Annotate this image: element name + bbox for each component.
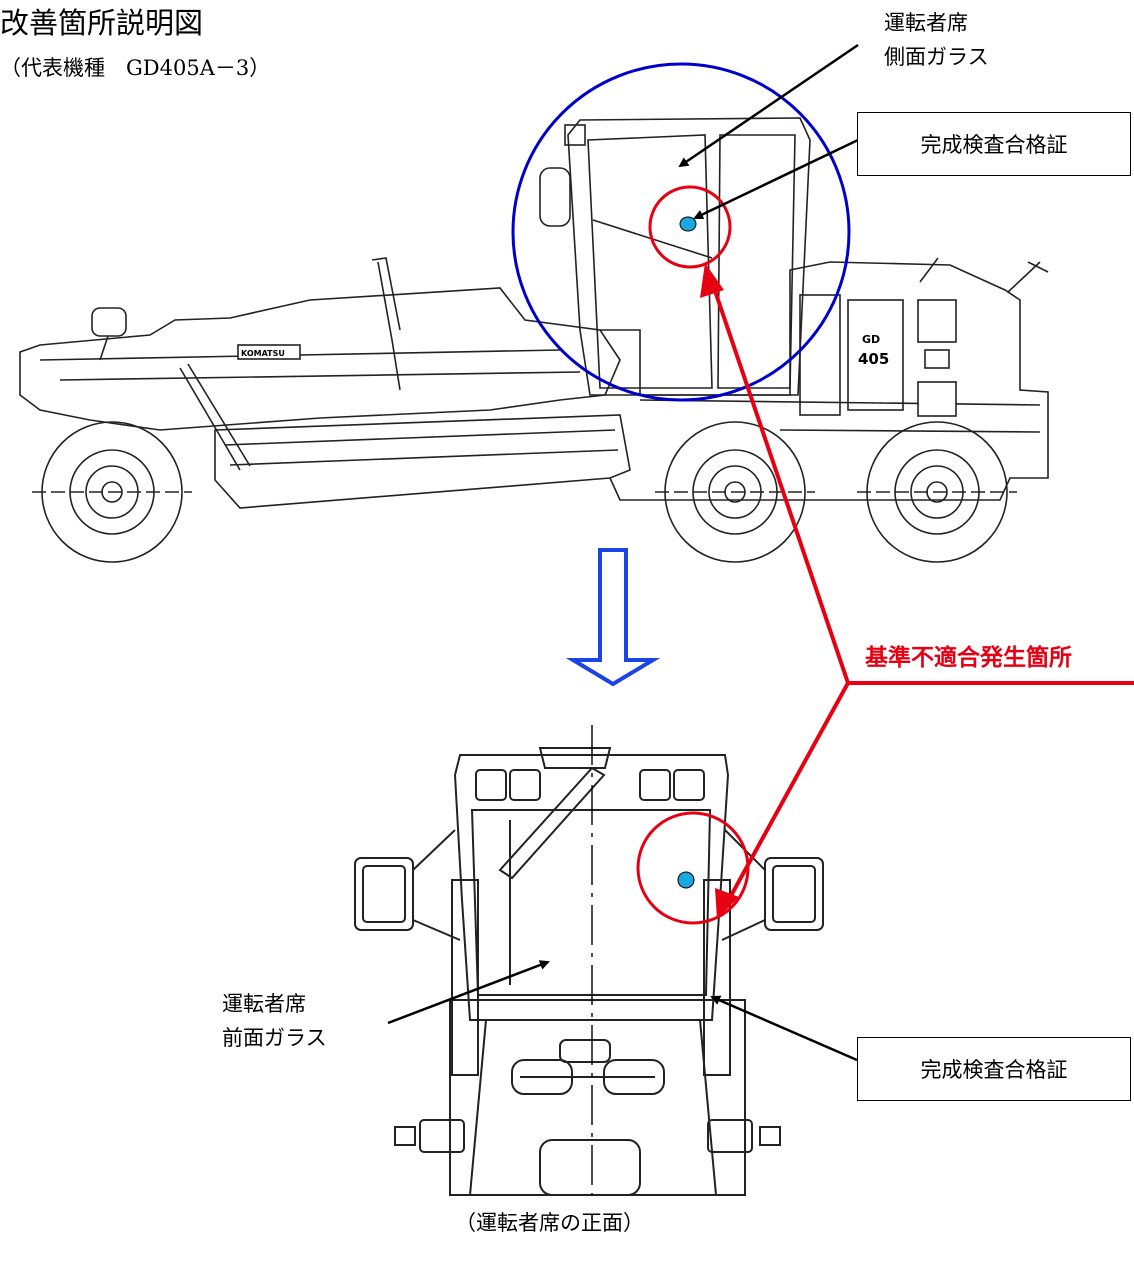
side-sticker <box>679 216 697 232</box>
side-glass-label: 運転者席 側面ガラス <box>884 6 989 74</box>
model-text-405: 405 <box>858 350 889 368</box>
front-glass-label-line2: 前面ガラス <box>222 1026 327 1050</box>
motor-grader-side-view <box>19 117 1049 563</box>
model-text-gd: GD <box>862 333 880 346</box>
side-cert-leader <box>693 138 859 220</box>
front-glass-label: 運転者席 前面ガラス <box>222 987 327 1055</box>
side-glass-leader <box>678 43 859 168</box>
front-cert-leader <box>710 995 858 1062</box>
front-view-caption: （運転者席の正面） <box>455 1211 644 1235</box>
inspection-cert-box-bottom: 完成検査合格証 <box>857 1037 1131 1101</box>
down-arrow-icon <box>565 548 661 687</box>
front-glass-label-line1: 運転者席 <box>222 992 306 1016</box>
side-glass-label-line2: 側面ガラス <box>884 45 989 69</box>
cab-zoom-circle <box>511 62 851 402</box>
page-subtitle: （代表機種 GD405A－3） <box>0 56 271 80</box>
brand-text: KOMATSU <box>241 349 285 358</box>
front-sticker <box>677 871 695 889</box>
rear-wheel-1 <box>655 421 815 563</box>
front-wheel <box>32 421 192 563</box>
red-arrowhead-bottom-icon <box>715 888 739 919</box>
front-nonconformity-circle <box>636 811 750 925</box>
rear-wheel-2 <box>857 421 1017 563</box>
side-glass-label-line1: 運転者席 <box>884 11 968 35</box>
red-arrowhead-top-icon <box>700 263 724 298</box>
inspection-cert-box-top: 完成検査合格証 <box>857 112 1131 176</box>
nonconformity-leaders <box>710 281 1134 904</box>
page-title: 改善箇所説明図 <box>0 6 204 40</box>
cab-front-view <box>354 747 824 1196</box>
front-glass-leader <box>387 960 550 1025</box>
side-nonconformity-circle <box>648 185 732 269</box>
nonconformity-label: 基準不適合発生箇所 <box>865 645 1072 671</box>
